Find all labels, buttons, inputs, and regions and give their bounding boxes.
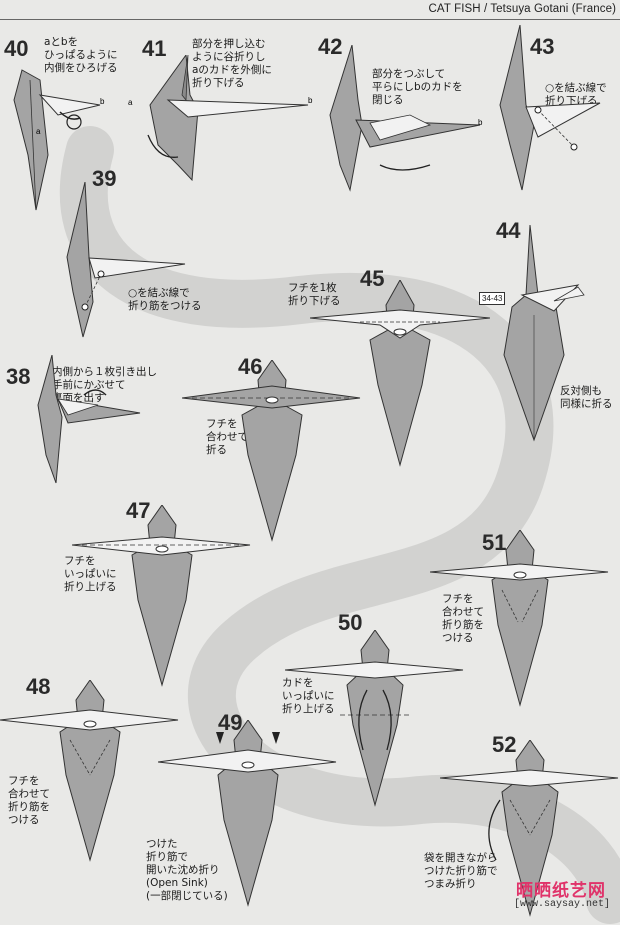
diagram-step-50 <box>285 630 464 807</box>
step-number-42: 42 <box>318 34 343 59</box>
step-text-39: ○を結ぶ線で 折り筋をつける <box>128 287 202 312</box>
step-number-40: 40 <box>4 36 29 61</box>
site-watermark: 晒晒纸艺网 <box>516 881 606 901</box>
header-divider <box>0 19 620 20</box>
step-number-50: 50 <box>338 610 363 635</box>
step-number-41: 41 <box>142 36 167 61</box>
step-text-52: 袋を開きながら つけた折り筋で つまみ折り <box>424 852 498 890</box>
diagram-step-46 <box>182 360 361 542</box>
label-a: a <box>36 127 41 136</box>
step-number-45: 45 <box>360 266 385 291</box>
step-number-49: 49 <box>218 710 243 735</box>
step-text-47: フチを いっぱいに 折り上げる <box>64 555 117 593</box>
page-title: CAT FISH / Tetsuya Gotani (France) <box>428 3 616 15</box>
diagram-step-43 <box>499 25 601 191</box>
label-b: b <box>308 96 313 105</box>
step-number-46: 46 <box>238 354 263 379</box>
step-text-38: 内側から１枚引き出し 手前にかぶせて 裏面を出す <box>52 366 157 404</box>
step-number-39: 39 <box>92 166 117 191</box>
step-text-46: フチを 合わせて 折る <box>206 418 248 456</box>
step-number-44: 44 <box>496 218 521 243</box>
step-number-51: 51 <box>482 530 507 555</box>
diagram-step-40: b a <box>13 69 105 211</box>
step-text-45: フチを1枚 折り下げる <box>288 282 341 307</box>
step-number-48: 48 <box>26 674 51 699</box>
step-text-42: 部分をつぶして 平らにしbのカドを 閉じる <box>372 68 463 106</box>
label-a: a <box>128 98 133 107</box>
site-url: [www.saysay.net] <box>513 899 610 910</box>
diagram-step-48 <box>0 680 179 862</box>
diagram-step-38 <box>37 355 141 484</box>
label-b: b <box>100 97 105 106</box>
step-number-43: 43 <box>530 34 555 59</box>
step-text-49: つけた 折り筋で 開いた沈め折り (Open Sink) (一部閉じている) <box>146 838 228 902</box>
diagram-step-47 <box>72 505 251 687</box>
step-text-50: カドを いっぱいに 折り上げる <box>282 677 335 715</box>
diagram-step-42: b <box>329 45 483 192</box>
step-text-41: 部分を押し込む ように谷折りし aのカドを外側に 折り下げる <box>192 38 272 89</box>
diagram-step-41: a b <box>128 55 313 182</box>
diagram-step-52 <box>440 740 619 917</box>
step-number-38: 38 <box>6 364 31 389</box>
diagram-step-49 <box>158 720 337 907</box>
diagram-step-39 <box>66 182 186 338</box>
diagram-step-44 <box>503 224 585 442</box>
step-text-48: フチを 合わせて 折り筋を つける <box>8 775 50 826</box>
reference-box: 34-43 <box>479 292 506 305</box>
diagram-step-51 <box>430 530 609 707</box>
step-number-52: 52 <box>492 732 517 757</box>
label-b: b <box>478 118 483 127</box>
diagram-step-45 <box>310 280 490 467</box>
step-text-40: aとbを ひっぱるように 内側をひろげる <box>44 36 118 74</box>
step-text-51: フチを 合わせて 折り筋を つける <box>442 593 484 644</box>
step-text-44: 反対側も 同様に折る <box>560 385 613 410</box>
step-number-47: 47 <box>126 498 151 523</box>
